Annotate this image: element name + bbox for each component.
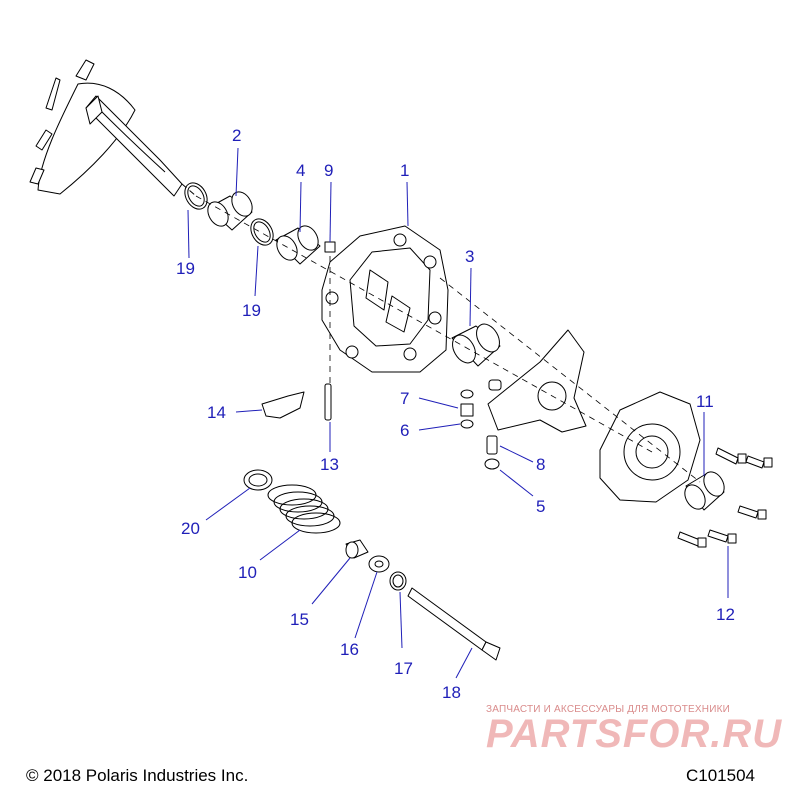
bolts-12 (677, 447, 773, 548)
bushing-3 (451, 323, 501, 367)
bushing-4 (275, 225, 321, 265)
callout-18: 18 (442, 683, 461, 702)
fixed-sheave-shaft (29, 59, 197, 197)
assembly-axes (195, 195, 701, 483)
ring-20 (243, 469, 273, 491)
weight-14 (261, 391, 305, 419)
callout-1: 1 (400, 161, 410, 180)
callout-17: 17 (394, 659, 413, 678)
callout-4: 4 (296, 161, 306, 180)
copyright-text: © 2018 Polaris Industries Inc. (26, 766, 249, 785)
snap-ring-19-lower (250, 218, 274, 246)
spacer-7 (460, 389, 474, 429)
callout-7: 7 (400, 389, 410, 408)
callout-19-lower: 19 (242, 301, 261, 320)
pin-13 (324, 383, 332, 421)
nut-9 (324, 241, 336, 253)
bushing-15 (345, 539, 369, 559)
diagram-code: C101504 (686, 766, 756, 785)
washer-16 (368, 555, 390, 573)
snap-ring-19-upper (184, 182, 208, 210)
callout-19-upper: 19 (176, 259, 195, 278)
watermark-brand: PARTSFOR.RU (486, 712, 783, 756)
watermark-tagline: ЗАПЧАСТИ И АКСЕССУАРЫ ДЛЯ МОТОТЕХНИКИ (486, 704, 731, 715)
cover-plate (599, 391, 701, 503)
roller-5 (484, 458, 500, 470)
leader-lines (187, 147, 729, 679)
callout-8: 8 (536, 455, 546, 474)
callout-3: 3 (465, 247, 475, 266)
movable-sheave-1 (321, 225, 449, 373)
callout-12: 12 (716, 605, 735, 624)
callout-9: 9 (324, 161, 334, 180)
callout-14: 14 (207, 403, 226, 422)
callout-20: 20 (181, 519, 200, 538)
bushing-2 (207, 191, 253, 231)
callout-10: 10 (238, 563, 257, 582)
bushing-11 (684, 471, 725, 511)
callout-6: 6 (400, 421, 410, 440)
callout-5: 5 (536, 497, 546, 516)
callout-2: 2 (232, 126, 242, 145)
pin-8 (486, 435, 498, 455)
callout-11: 11 (696, 392, 714, 411)
callout-15: 15 (290, 610, 309, 629)
snap-ring-17 (389, 571, 407, 591)
callout-13: 13 (320, 455, 339, 474)
roller-top (488, 379, 502, 391)
bolt-18 (407, 587, 501, 661)
callout-16: 16 (340, 640, 359, 659)
spring-10 (267, 484, 341, 534)
